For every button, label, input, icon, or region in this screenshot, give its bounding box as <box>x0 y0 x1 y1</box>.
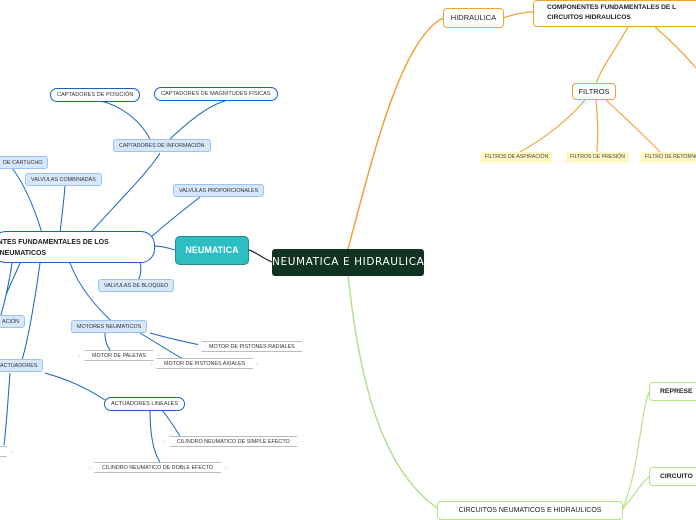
link-comp-cartucho <box>11 167 43 234</box>
motor-paletas-node[interactable]: MOTOR DE PALETAS <box>79 350 159 361</box>
neumatica-components-line2: S NEUMATICOS <box>0 250 47 257</box>
link-components-filtros <box>595 26 629 85</box>
captadores-posicion-node[interactable]: CAPTADORES DE POSICIÓN <box>50 88 141 102</box>
link-filtros-aspiracion <box>519 99 586 153</box>
filtro-aspiracion-node[interactable]: FILTROS DE ASPIRACIÓN <box>481 152 553 163</box>
link-neumatica-components <box>154 245 176 251</box>
neumatica-components-node[interactable]: ENTES FUNDAMENTALES DE LOS S NEUMATICOS <box>0 231 155 263</box>
link-comp-actuadores <box>21 262 41 361</box>
valvulas-proporcionales-node[interactable]: VALVULAS PROPORCIONALES <box>173 184 265 197</box>
filtro-presion-node[interactable]: FILTROS DE PRESIÓN <box>566 152 629 163</box>
filtro-retorno-node[interactable]: FILTRO DE RETORNO <box>641 152 696 163</box>
valvulas-cartucho-node[interactable]: DE CARTUCHO <box>0 156 49 169</box>
motores-neumaticos-node[interactable]: MOTORES NEUMATICOS <box>71 320 148 333</box>
valvulas-bloqueo-node[interactable]: VALVULAS DE BLOQUEO <box>98 279 175 292</box>
link-filtros-presion <box>595 99 599 153</box>
link-comp-bloqueo <box>137 261 142 281</box>
hidraulica-topic[interactable]: HIDRAULICA <box>443 8 504 28</box>
link-central-neumatica <box>248 249 273 263</box>
link-comp-left-small <box>5 262 21 296</box>
motor-axiales-node[interactable]: MOTOR DE PISTONES AXIALES <box>151 358 258 369</box>
valvulas-combinadas-node[interactable]: VALVULAS COMBINADAS <box>25 173 102 186</box>
link-comp-motores <box>69 262 111 321</box>
link-central-circuitos <box>347 275 441 511</box>
captadores-info-node[interactable]: CAPTADORES DE INFORMACIÓN <box>113 139 211 152</box>
link-actuadores-lineales <box>44 372 106 401</box>
link-lineales-simple <box>161 409 181 437</box>
represe-node[interactable]: REPRESE <box>649 382 696 401</box>
circuitos-topic[interactable]: CIRCUITOS NEUMATICOS E HIDRAULICOS <box>437 501 623 520</box>
link-comp-proporcionales <box>149 196 201 239</box>
captadores-magnitudes-node[interactable]: CAPTADORES DE MAGNITUDES FISICAS <box>154 87 278 101</box>
link-comp-captadores-info <box>89 152 161 234</box>
cilindro-simple-node[interactable]: CILINDRO NEUMATICO DE SIMPLE EFECTO <box>164 436 303 447</box>
offscreen-hex-node[interactable] <box>0 446 12 457</box>
link-filtros-retorno <box>605 99 661 153</box>
hidraulica-components-line1: COMPONENTES FUNDAMENTALES DE L <box>547 4 677 11</box>
aci-fragment-node[interactable]: ACIÓN <box>0 315 26 328</box>
link-actuadores-left <box>3 372 11 446</box>
hidraulica-components-node[interactable]: COMPONENTES FUNDAMENTALES DE L CIRCUITOS… <box>533 0 696 27</box>
neumatica-components-line1: ENTES FUNDAMENTALES DE LOS <box>0 239 109 246</box>
link-circuitos-circuito <box>621 475 651 511</box>
link-info-posicion <box>99 100 151 140</box>
link-lineales-doble <box>149 409 161 463</box>
link-hidraulica-components <box>502 11 534 19</box>
filtros-node[interactable]: FILTROS <box>572 83 616 100</box>
actuadores-node[interactable]: ACTUADORES <box>0 359 44 372</box>
actuadores-lineales-node[interactable]: ACTUADORES LINEALES <box>104 397 186 411</box>
link-components-right <box>654 26 696 69</box>
central-topic[interactable]: NEUMATICA E HIDRAULICA <box>272 249 424 276</box>
circuito-node[interactable]: CIRCUITO <box>649 467 696 486</box>
neumatica-topic[interactable]: NEUMATICA <box>175 236 249 265</box>
link-comp-aci <box>0 262 13 319</box>
motor-radiales-node[interactable]: MOTOR DE PISTONES RADIALES <box>196 341 308 352</box>
link-comp-combinadas <box>59 185 66 234</box>
hidraulica-components-line2: CIRCUITOS HIDRAULICOS <box>547 14 631 21</box>
link-info-magnitudes <box>169 100 226 140</box>
link-central-hidraulica <box>347 17 444 250</box>
cilindro-doble-node[interactable]: CILINDRO NEUMATICO DE DOBLE EFECTO <box>89 462 226 473</box>
link-circuitos-represe <box>621 389 651 511</box>
